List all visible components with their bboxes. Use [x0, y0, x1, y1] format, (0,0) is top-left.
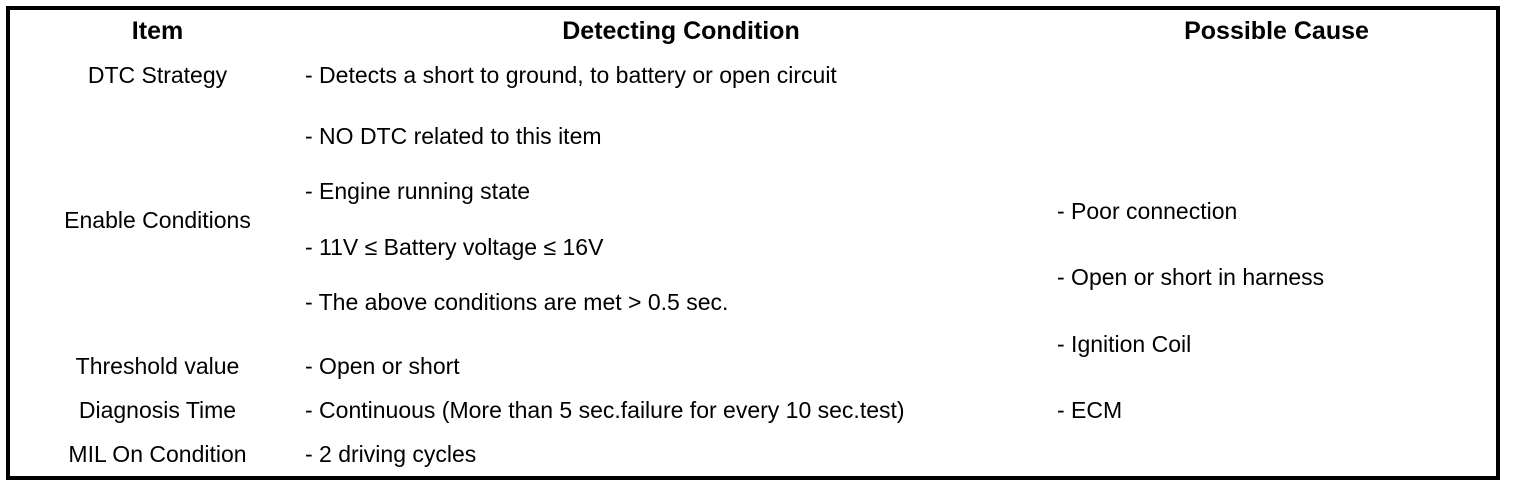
possible-cause-list: - Poor connection - Open or short in har… [1057, 53, 1496, 476]
header-row: Item Detecting Condition Possible Cause [8, 8, 1498, 53]
condition-line: - Continuous (More than 5 sec.failure fo… [305, 396, 905, 423]
table-body: DTC Strategy - Detects a short to ground… [8, 53, 1498, 478]
possible-cause-item: - Poor connection [1057, 198, 1238, 224]
condition-list: - NO DTC related to this item - Engine r… [305, 117, 1057, 324]
condition-line: - 2 driving cycles [305, 440, 477, 467]
possible-cause-cell: - Poor connection - Open or short in har… [1057, 53, 1498, 478]
condition-line: - NO DTC related to this item [305, 123, 602, 149]
row-detecting-condition-mil-on-condition: - 2 driving cycles [305, 432, 1057, 478]
table-row: Diagnosis Time - Continuous (More than 5… [8, 388, 1498, 432]
table-header: Item Detecting Condition Possible Cause [8, 8, 1498, 53]
table-row: MIL On Condition - 2 driving cycles [8, 432, 1498, 478]
condition-line: - The above conditions are met > 0.5 sec… [305, 288, 729, 315]
row-label-threshold-value: Threshold value [8, 344, 305, 388]
possible-cause-item: - ECM [1057, 397, 1123, 423]
row-detecting-condition-threshold-value: - Open or short [305, 344, 1057, 388]
condition-line: - Open or short [305, 352, 460, 379]
row-label-dtc-strategy: DTC Strategy [8, 53, 305, 97]
table-row: DTC Strategy - Detects a short to ground… [8, 53, 1498, 478]
table-row: Threshold value - Open or short [8, 344, 1498, 388]
row-detecting-condition-dtc-strategy: - Detects a short to ground, to battery … [305, 53, 1057, 97]
condition-line: - Engine running state [305, 178, 531, 205]
column-header-possible-cause: Possible Cause [1057, 8, 1498, 53]
condition-line: - 11V ≤ Battery voltage ≤ 16V [305, 233, 604, 260]
possible-cause-item: - Open or short in harness [1057, 264, 1325, 290]
dtc-diagnostic-table: Item Detecting Condition Possible Cause … [6, 6, 1500, 480]
possible-cause-item: - Ignition Coil [1057, 331, 1192, 357]
row-label-enable-conditions: Enable Conditions [8, 97, 305, 344]
condition-line: - Detects a short to ground, to battery … [305, 61, 837, 88]
row-detecting-condition-diagnosis-time: - Continuous (More than 5 sec.failure fo… [305, 388, 1057, 432]
row-label-diagnosis-time: Diagnosis Time [8, 388, 305, 432]
row-detecting-condition-enable-conditions: - NO DTC related to this item - Engine r… [305, 97, 1057, 344]
column-header-detecting-condition: Detecting Condition [305, 8, 1057, 53]
column-header-item: Item [8, 8, 305, 53]
table-row: Enable Conditions - NO DTC related to th… [8, 97, 1498, 344]
row-label-mil-on-condition: MIL On Condition [8, 432, 305, 478]
